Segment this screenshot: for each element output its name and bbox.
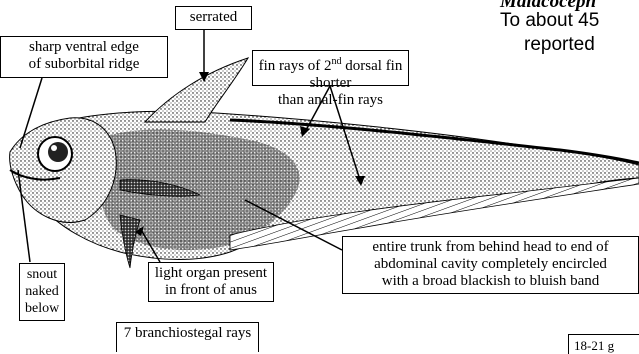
label-trunk-line1: entire trunk from behind head to end of bbox=[348, 239, 633, 256]
label-suborbital-line2: of suborbital ridge bbox=[6, 56, 162, 73]
label-serrated: serrated bbox=[175, 6, 252, 30]
label-trunk-line2: abdominal cavity completely encircled bbox=[348, 256, 633, 273]
label-serrated-text: serrated bbox=[181, 9, 246, 26]
label-branchiostegal-text: 7 branchiostegal rays bbox=[122, 325, 253, 342]
label-suborbital-ridge: sharp ventral edge of suborbital ridge bbox=[0, 36, 168, 78]
size-text: To about 45 bbox=[500, 10, 599, 32]
label-snout-line3: below bbox=[25, 300, 59, 317]
reported-text: reported bbox=[524, 34, 595, 56]
label-branchiostegal: 7 branchiostegal rays bbox=[116, 322, 259, 352]
label-light-organ-line2: in front of anus bbox=[154, 282, 268, 299]
label-dorsal-fin: fin rays of 2nd dorsal fin shorter than … bbox=[252, 50, 409, 86]
label-trunk-band: entire trunk from behind head to end of … bbox=[342, 236, 639, 294]
label-light-organ: light organ present in front of anus bbox=[148, 262, 274, 302]
label-snout-line1: snout bbox=[25, 266, 59, 283]
label-light-organ-line1: light organ present bbox=[154, 265, 268, 282]
fish-diagram: Malacoceph To about 45 reported sharp ve… bbox=[0, 0, 639, 346]
label-dorsal-line1: fin rays of 2nd dorsal fin shorter bbox=[258, 53, 403, 92]
label-snout-line2: naked bbox=[25, 283, 59, 300]
label-suborbital-line1: sharp ventral edge bbox=[6, 39, 162, 56]
label-dorsal-line2: than anal-fin rays bbox=[258, 92, 403, 109]
label-snout: snout naked below bbox=[19, 263, 65, 321]
label-count-fragment: 18-21 g bbox=[568, 334, 639, 354]
label-trunk-line3: with a broad blackish to bluish band bbox=[348, 273, 633, 290]
